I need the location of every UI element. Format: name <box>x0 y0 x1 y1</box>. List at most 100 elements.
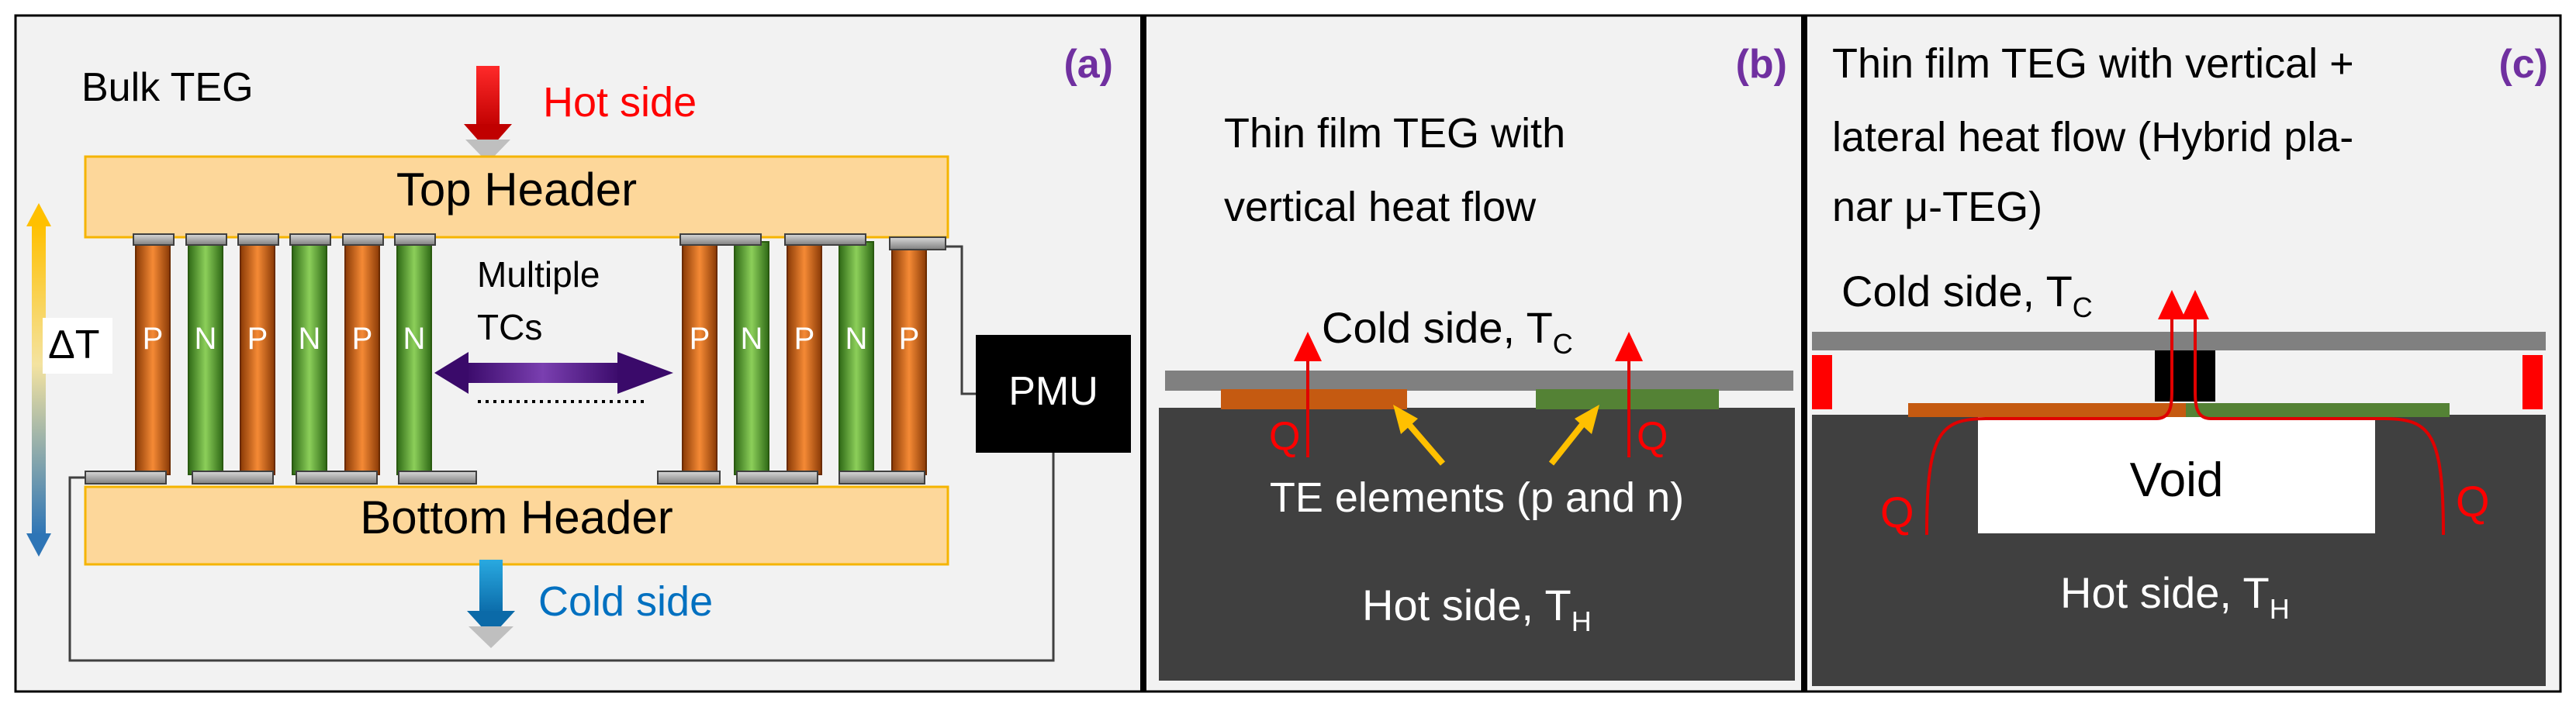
q-label: Q <box>1269 414 1300 459</box>
panel-c-hot-label: Hot side, TH <box>2060 568 2290 625</box>
panel-c-title-line1: Thin film TEG with vertical + <box>1832 40 2354 87</box>
top-header-label: Top Header <box>396 164 637 216</box>
top-pad <box>185 233 227 246</box>
panel-a-tag: (a) <box>1063 42 1113 87</box>
double-arrow-icon <box>434 352 673 394</box>
delta-t-arrow-icon <box>26 203 51 557</box>
center-contact <box>2155 350 2215 402</box>
n-label: N <box>195 322 217 356</box>
panel-c: (c) Thin film TEG with vertical + latera… <box>1807 16 2560 691</box>
p-label: P <box>143 322 164 356</box>
bottom-pad <box>736 471 818 485</box>
heat-flow-arrow-icon <box>2158 290 2186 319</box>
heat-flow-arrow-icon <box>1615 332 1643 457</box>
top-pad <box>679 233 762 246</box>
lateral-heat-path-right <box>2194 313 2445 536</box>
panel-b-title-line2: vertical heat flow <box>1224 184 1537 230</box>
p-leg <box>787 241 822 475</box>
delta-t-label: ΔT <box>48 322 100 367</box>
bottom-pad <box>192 471 274 485</box>
panel-b: (b) Thin film TEG with vertical heat flo… <box>1146 16 1801 691</box>
panel-c-tag: (c) <box>2498 42 2548 87</box>
n-leg <box>734 241 769 475</box>
cold-side-arrow-icon <box>467 560 515 648</box>
top-pad <box>289 233 331 246</box>
panel-c-cold-label: Cold side, TC <box>1841 267 2093 323</box>
n-element <box>2186 403 2450 417</box>
divider-bc <box>1801 16 1807 691</box>
panel-b-cold-label: Cold side, TC <box>1322 303 1573 360</box>
top-pad <box>237 233 279 246</box>
bottom-pad <box>657 471 721 485</box>
edge-spacer-right <box>2522 355 2543 409</box>
pmu-wire-bottom <box>68 453 1055 662</box>
cold-plate <box>1165 371 1793 391</box>
p-leg <box>240 241 275 475</box>
bulk-teg-title: Bulk TEG <box>81 65 254 110</box>
p-leg <box>135 241 171 475</box>
top-pad <box>342 233 384 246</box>
q-label: Q <box>2456 477 2490 526</box>
edge-spacer-left <box>1812 355 1832 409</box>
bottom-header-label: Bottom Header <box>360 491 673 543</box>
figure-border <box>14 14 2562 693</box>
n-leg <box>838 241 874 475</box>
p-label: P <box>352 322 373 356</box>
lateral-heat-path-left <box>1925 313 2173 536</box>
n-label: N <box>403 322 426 356</box>
hot-substrate <box>1159 408 1795 681</box>
cold-plate <box>1812 332 2546 350</box>
top-header <box>84 155 949 239</box>
top-pad <box>784 233 866 246</box>
panel-b-tag: (b) <box>1736 42 1787 87</box>
p-element <box>1221 389 1407 409</box>
panel-c-title-line2: lateral heat flow (Hybrid pla- <box>1832 114 2353 160</box>
p-element <box>1908 403 2186 417</box>
p-label: P <box>690 322 711 356</box>
q-label: Q <box>1637 414 1668 459</box>
pmu-wire-top <box>945 245 976 395</box>
bottom-pad <box>838 471 925 485</box>
n-label: N <box>741 322 763 356</box>
p-leg <box>891 241 927 475</box>
bottom-pad <box>296 471 378 485</box>
n-leg <box>292 241 327 475</box>
divider-ab <box>1140 16 1146 691</box>
p-label: P <box>899 322 920 356</box>
p-label: P <box>794 322 815 356</box>
panel-b-hot-label: Hot side, TH <box>1362 581 1592 637</box>
void-label: Void <box>2130 454 2224 507</box>
panel-b-title-line1: Thin film TEG with <box>1224 110 1565 157</box>
void-region <box>1978 417 2375 533</box>
p-leg <box>682 241 717 475</box>
heat-flow-arrow-icon <box>1294 332 1322 457</box>
pointer-arrow-icon <box>1393 405 1446 466</box>
top-pad <box>889 236 946 250</box>
p-label: P <box>247 322 268 356</box>
bottom-pad <box>85 471 167 485</box>
hot-side-label: Hot side <box>543 79 697 126</box>
cold-side-label: Cold side <box>538 578 713 625</box>
pointer-arrow-icon <box>1548 405 1599 466</box>
delta-t-box <box>43 318 112 374</box>
panel-a: Bulk TEG (a) Hot side Top Header Bottom … <box>16 16 1140 691</box>
n-label: N <box>299 322 321 356</box>
tcs-label: TCs <box>477 307 542 347</box>
pmu-label: PMU <box>1008 369 1098 414</box>
te-elements-label: TE elements (p and n) <box>1270 474 1684 521</box>
panel-c-title-line3: nar μ-TEG) <box>1832 184 2042 230</box>
top-pad <box>394 233 436 246</box>
bottom-header <box>84 485 949 566</box>
q-label: Q <box>1880 488 1914 536</box>
n-leg <box>188 241 223 475</box>
top-pad <box>133 233 175 246</box>
p-leg <box>344 241 380 475</box>
thermocouple-legs-left: P N P N P N <box>85 233 477 485</box>
thermocouple-legs-right: P N P N P <box>657 233 946 485</box>
multiple-label: Multiple <box>477 254 600 295</box>
bottom-pad <box>398 471 477 485</box>
hot-side-arrow-icon <box>464 66 512 163</box>
heat-flow-arrow-icon <box>2181 290 2209 319</box>
n-label: N <box>845 322 868 356</box>
